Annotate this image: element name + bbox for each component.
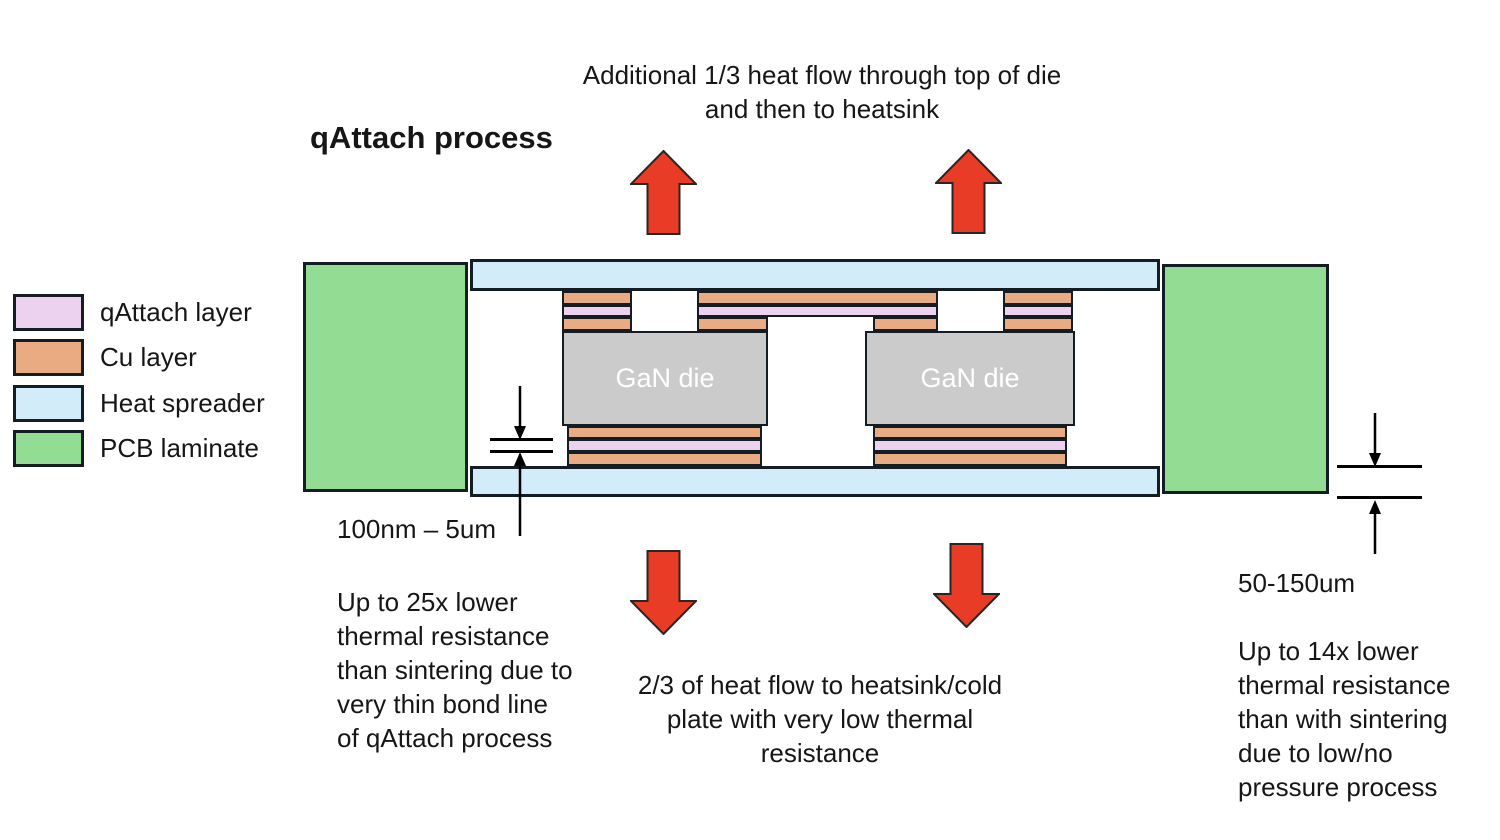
annotation-right-thermal-resistance: Up to 14x lower thermal resistance than … — [1238, 636, 1451, 802]
qattach-layer — [1003, 305, 1073, 317]
gan-die-right: GaN die — [865, 331, 1075, 426]
legend-item-pcb-laminate: PCB laminate — [13, 430, 265, 467]
heat-flow-arrow-down-left — [630, 550, 697, 635]
legend-item-cu-layer: Cu layer — [13, 339, 265, 376]
cu-layer-bridge-foot-left — [697, 317, 768, 331]
qattach-layer-bridge — [697, 305, 938, 317]
qattach-layer — [562, 305, 632, 317]
legend-label: PCB laminate — [100, 433, 259, 463]
heat-flow-arrow-up-right — [935, 149, 1002, 234]
dim-arrow-up-icon — [514, 452, 526, 536]
legend: qAttach layer Cu layer Heat spreader PCB… — [13, 294, 265, 467]
cu-layer — [1003, 291, 1073, 305]
qattach-layer — [567, 439, 762, 452]
dim-arrow-up-icon — [1369, 500, 1381, 554]
cu-layer — [1003, 317, 1073, 331]
heat-flow-arrow-up-left — [630, 150, 697, 235]
cu-layer — [873, 426, 1067, 439]
dim-line-bond-top — [490, 438, 553, 441]
pcb-laminate-right — [1162, 264, 1329, 494]
dim-arrow-down-icon — [1369, 413, 1381, 467]
legend-item-heat-spreader: Heat spreader — [13, 385, 265, 422]
gan-die-left: GaN die — [562, 331, 768, 426]
cu-layer — [873, 452, 1067, 466]
cu-layer — [562, 317, 632, 331]
spreader-thickness-dimension-label: 50-150um — [1238, 568, 1356, 598]
gan-die-label: GaN die — [615, 363, 715, 393]
cu-layer — [567, 452, 762, 466]
dim-arrow-down-icon — [514, 386, 526, 440]
legend-item-qattach-layer: qAttach layer — [13, 294, 265, 331]
annotation-bottom-heat-flow: 2/3 of heat flow to heatsink/cold plate … — [637, 670, 1003, 768]
gan-die-label: GaN die — [920, 363, 1020, 393]
annotation-top-heat-flow: Additional 1/3 heat flow through top of … — [582, 60, 1062, 124]
legend-label: Cu layer — [100, 342, 197, 372]
dim-line-spreader-bottom — [1337, 496, 1422, 499]
cu-layer-bridge-foot-right — [873, 317, 938, 331]
qattach-layer-swatch — [13, 294, 84, 331]
legend-label: Heat spreader — [100, 388, 265, 418]
page-title: qAttach process — [310, 120, 553, 155]
heat-flow-arrow-down-right — [933, 543, 1000, 628]
cu-layer-swatch — [13, 339, 84, 376]
bond-line-dimension-label: 100nm – 5um — [337, 514, 496, 544]
pcb-laminate-swatch — [13, 430, 84, 467]
dim-line-spreader-top — [1337, 465, 1422, 468]
heat-spreader-bottom — [470, 466, 1160, 497]
pcb-laminate-left — [303, 262, 468, 492]
heat-spreader-top — [470, 259, 1160, 291]
dim-line-bond-bottom — [490, 450, 553, 453]
heat-spreader-swatch — [13, 385, 84, 422]
annotation-left-thermal-resistance: Up to 25x lower thermal resistance than … — [337, 587, 573, 753]
qattach-layer — [873, 439, 1067, 452]
cu-layer-bridge — [697, 291, 938, 305]
cu-layer — [567, 426, 762, 439]
cu-layer — [562, 291, 632, 305]
legend-label: qAttach layer — [100, 297, 252, 327]
